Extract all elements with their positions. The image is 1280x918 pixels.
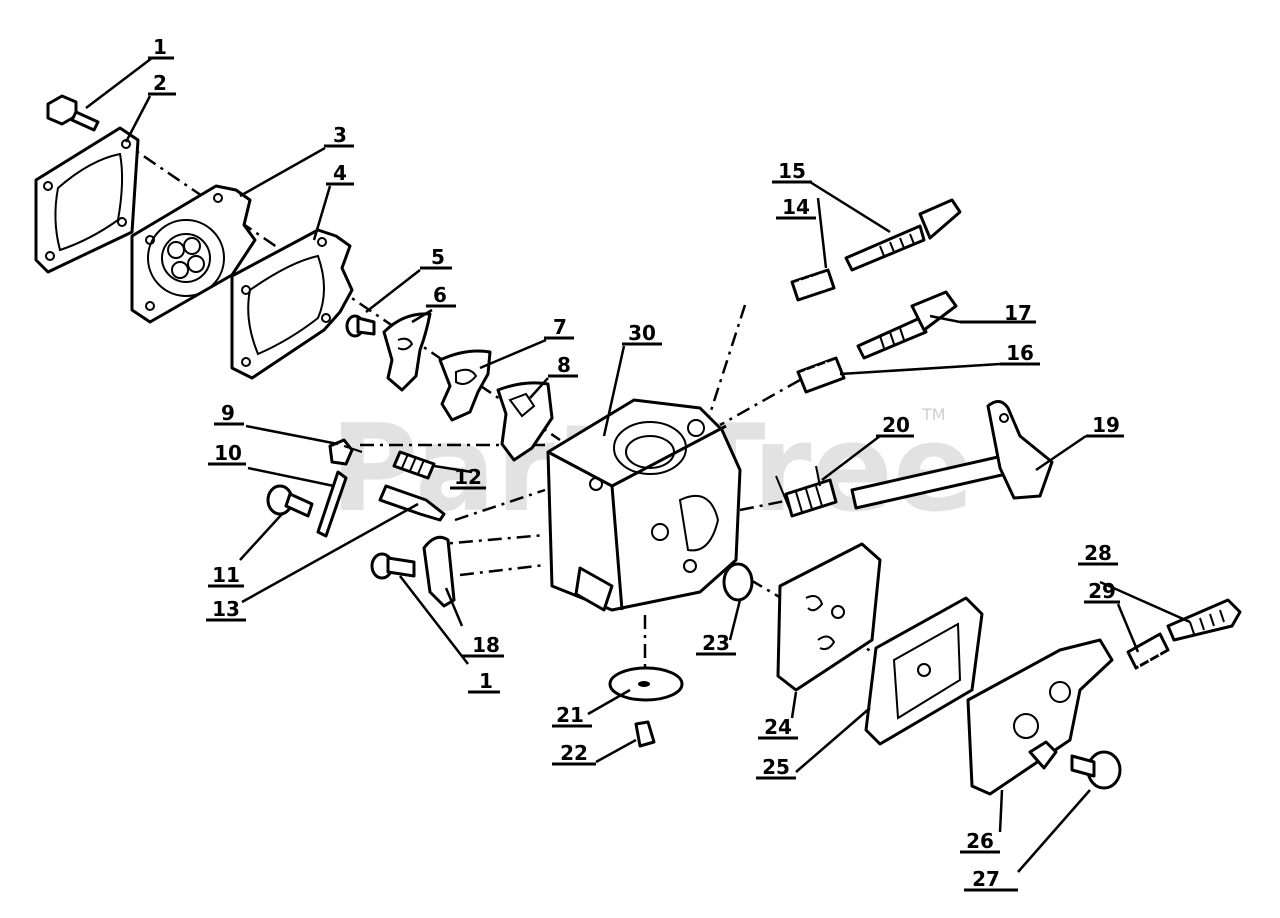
part-23-filter	[722, 562, 754, 602]
callout-1-lower: 1	[479, 669, 493, 693]
callout-1-top: 1	[153, 35, 167, 59]
centerline-14	[706, 304, 747, 421]
callout-3: 3	[333, 123, 347, 147]
callout-30: 30	[628, 321, 656, 345]
leader-lines	[85, 57, 1191, 873]
part-1-screw-top	[46, 94, 100, 132]
part-9-needle	[328, 438, 363, 466]
callout-16: 16	[1006, 341, 1034, 365]
part-29-spring	[1126, 632, 1170, 670]
callout-15: 15	[778, 159, 806, 183]
watermark-tm: TM	[921, 405, 946, 424]
part-22-screw	[634, 720, 656, 748]
part-26-cover	[966, 638, 1114, 796]
callout-7: 7	[553, 315, 567, 339]
callout-27: 27	[972, 867, 1000, 891]
callout-14: 14	[782, 195, 810, 219]
callout-13: 13	[212, 597, 240, 621]
part-14-spring	[790, 268, 836, 302]
part-19-throttle-shaft	[850, 400, 1054, 510]
centerline-13	[454, 488, 546, 522]
callout-5: 5	[431, 245, 445, 269]
callout-21: 21	[556, 703, 584, 727]
callout-9: 9	[221, 401, 235, 425]
part-6-lever	[382, 312, 432, 392]
centerline-18a	[429, 533, 546, 547]
part-30-carburetor-body	[546, 398, 742, 612]
callout-19: 19	[1092, 413, 1120, 437]
part-16-spring	[796, 356, 846, 394]
part-7-plate	[438, 349, 492, 422]
part-17-needle	[856, 290, 958, 360]
part-1-screw-lower	[370, 552, 416, 580]
part-10-pin	[316, 470, 348, 538]
part-28-screw	[1166, 598, 1242, 642]
callout-2: 2	[153, 71, 167, 95]
part-15-needle	[844, 198, 962, 272]
part-2-gasket	[34, 126, 140, 274]
callouts: 1 2 3 4 5 6 7 8 9 10 11 12 13 14 15 16 1	[148, 35, 1124, 892]
centerline-18b	[459, 563, 546, 577]
part-13-needle	[378, 484, 446, 522]
part-11-screw	[266, 484, 314, 518]
callout-18: 18	[472, 633, 500, 657]
callout-29: 29	[1088, 579, 1116, 603]
centerline-20	[739, 498, 791, 512]
callout-10: 10	[214, 441, 242, 465]
callout-28: 28	[1084, 541, 1112, 565]
callout-6: 6	[433, 283, 447, 307]
part-24-gasket	[776, 542, 882, 692]
part-3-diaphragm	[130, 184, 257, 324]
callout-20: 20	[882, 413, 910, 437]
callout-24: 24	[764, 715, 792, 739]
callout-11: 11	[212, 563, 240, 587]
callout-23: 23	[702, 631, 730, 655]
part-25-diaphragm	[864, 596, 984, 746]
callout-26: 26	[966, 829, 994, 853]
part-5-pin	[345, 314, 376, 338]
part-20-spring	[775, 465, 838, 518]
callout-8: 8	[557, 353, 571, 377]
callout-4: 4	[333, 161, 347, 185]
part-12-spring	[392, 450, 436, 480]
callout-12: 12	[454, 465, 482, 489]
callout-25: 25	[762, 755, 790, 779]
part-4-gasket	[230, 228, 354, 380]
part-27-screw	[1070, 750, 1122, 790]
callout-22: 22	[560, 741, 588, 765]
